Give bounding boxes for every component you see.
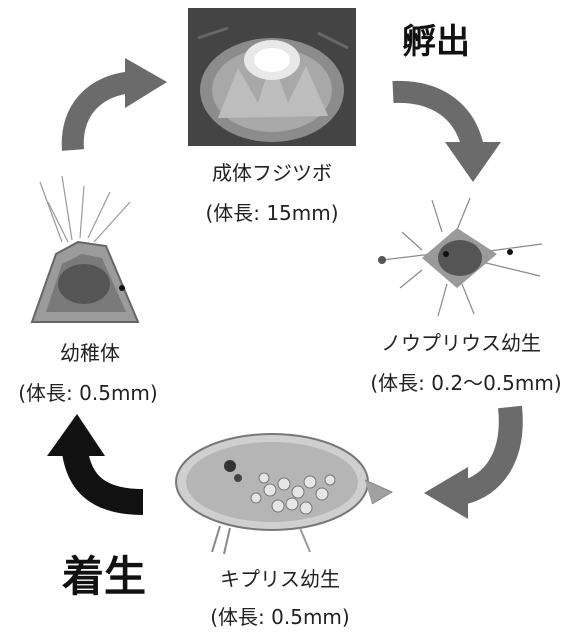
adult-stage-size: (体長: 15mm) [192,200,352,226]
cypris-stage-name: キプリス幼生 [200,566,360,592]
adult-barnacle-photo [188,8,356,146]
arrow-top-left [55,50,175,160]
settlement-label: 着生 [62,553,146,601]
hatching-label: 孵出 [402,22,470,62]
arrow-bottom-left [35,410,155,530]
nauplius-larva-image [362,192,548,322]
cypris-larva-image [160,418,400,560]
arrow-top-right [385,70,505,190]
cypris-stage-size: (体長: 0.5mm) [196,604,364,630]
nauplius-stage-name: ノウプリウス幼生 [366,330,556,356]
juvenile-stage-size: (体長: 0.5mm) [2,380,174,406]
adult-stage-name: 成体フジツボ [192,160,352,186]
juvenile-stage-name: 幼稚体 [40,340,140,366]
nauplius-stage-size: (体長: 0.2〜0.5mm) [352,370,580,396]
arrow-bottom-right [420,405,540,525]
juvenile-barnacle-image [22,172,152,332]
